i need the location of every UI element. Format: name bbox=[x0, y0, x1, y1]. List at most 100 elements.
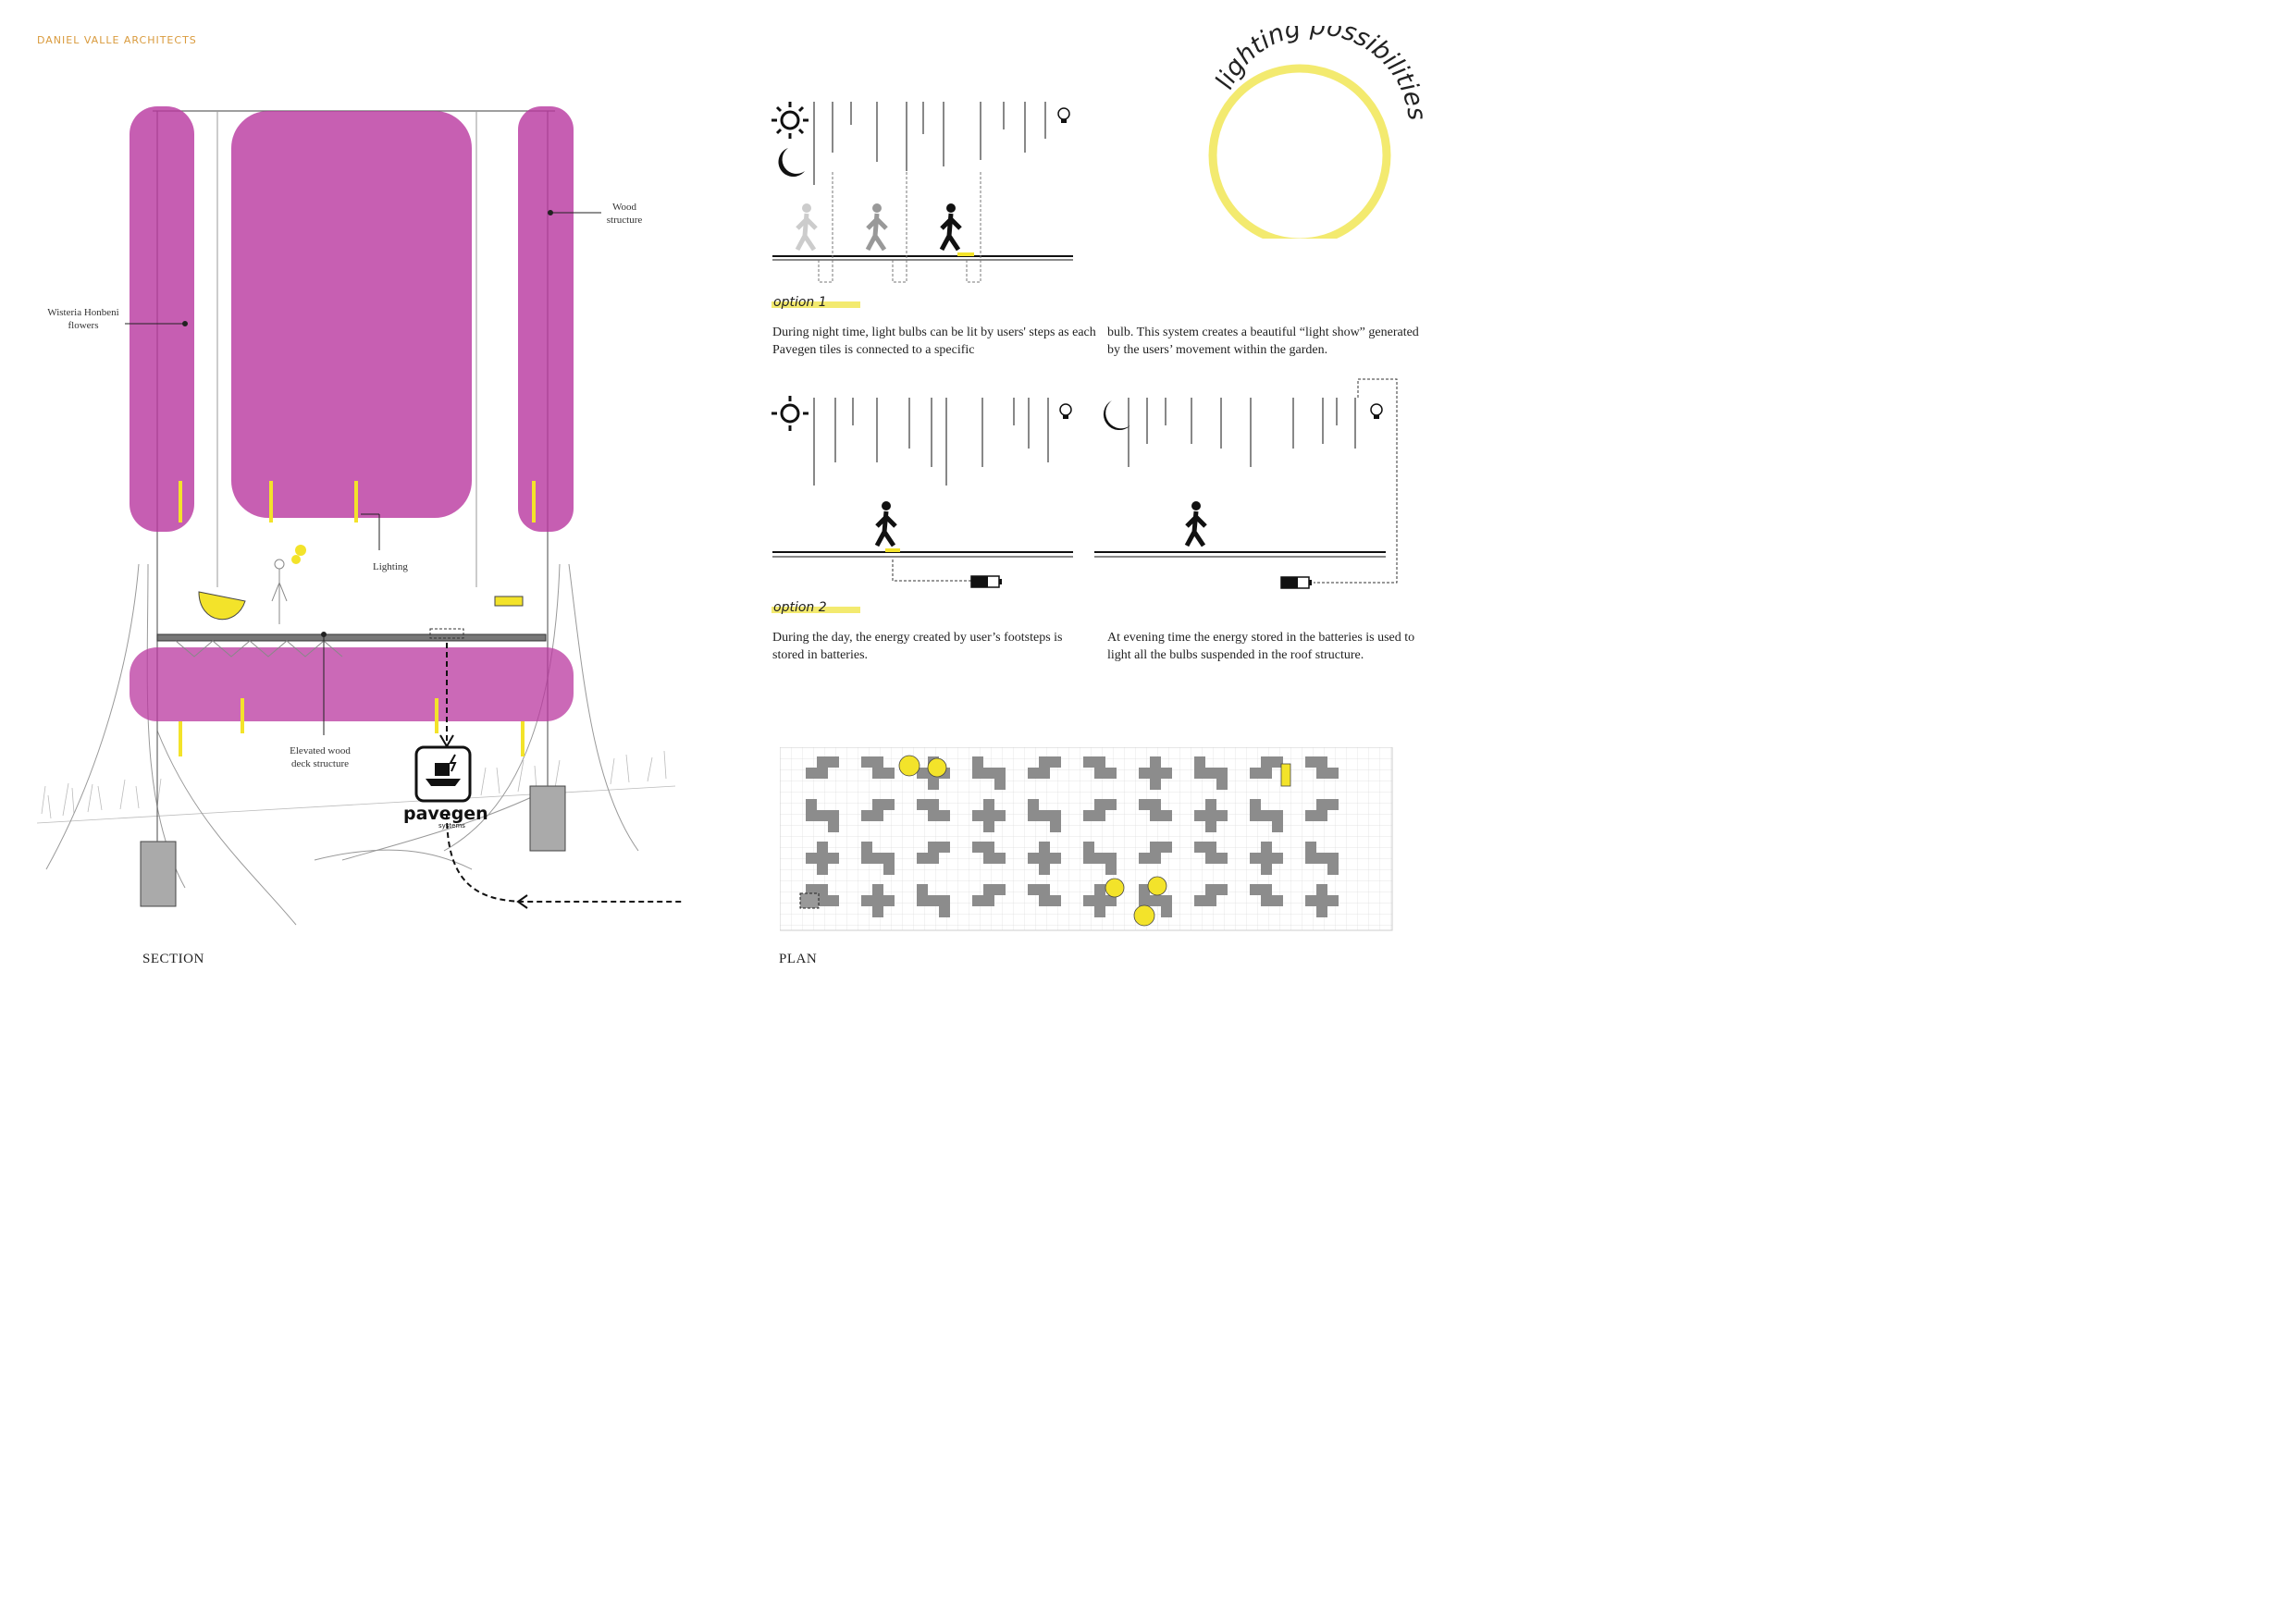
tile-cell bbox=[1316, 768, 1327, 779]
tile-cell bbox=[1039, 842, 1050, 853]
tile-cell bbox=[1050, 895, 1061, 906]
connection bbox=[1314, 378, 1398, 584]
tile-cell bbox=[1305, 810, 1316, 821]
tile-cell bbox=[1028, 853, 1039, 864]
tile-cell bbox=[939, 906, 950, 917]
tile-cell bbox=[983, 842, 994, 853]
tile-cell bbox=[872, 799, 883, 810]
tile-cell bbox=[1316, 884, 1327, 895]
tile-cell bbox=[1316, 799, 1327, 810]
tile-cell bbox=[1105, 864, 1117, 875]
walking-person-icon bbox=[795, 203, 962, 252]
tile-cell bbox=[1094, 799, 1105, 810]
tile-cell bbox=[1139, 895, 1150, 906]
tile-cell bbox=[1050, 853, 1061, 864]
tile-cell bbox=[1039, 853, 1050, 864]
battery-icon bbox=[1280, 576, 1312, 589]
plan-caption: PLAN bbox=[779, 952, 818, 966]
tile-cell bbox=[817, 884, 828, 895]
option2-label: option 2 bbox=[772, 600, 860, 615]
tile-cell bbox=[983, 895, 994, 906]
tile-cell bbox=[1028, 884, 1039, 895]
option1-label: option 1 bbox=[772, 295, 860, 310]
tile-cell bbox=[1094, 810, 1105, 821]
option2-text-left: During the day, the energy created by us… bbox=[772, 631, 1063, 662]
tile-cell bbox=[1050, 821, 1061, 832]
tile-cell bbox=[883, 864, 895, 875]
tile-cell bbox=[872, 768, 883, 779]
lit-tile bbox=[885, 548, 900, 552]
battery-icon bbox=[970, 575, 1002, 588]
tile-cell bbox=[928, 799, 939, 810]
tile-cell bbox=[1205, 884, 1216, 895]
option1-text-left: During night time, light bulbs can be li… bbox=[772, 326, 1096, 357]
tile-cell bbox=[917, 853, 928, 864]
tile-cell bbox=[1105, 799, 1117, 810]
tile-cell bbox=[972, 756, 983, 768]
tile-cell bbox=[972, 842, 983, 853]
tile-cell bbox=[1105, 768, 1117, 779]
bulb-icon bbox=[1057, 107, 1070, 123]
foundation-right bbox=[529, 785, 566, 852]
swing-ropes bbox=[216, 111, 477, 587]
tile-cell bbox=[828, 895, 839, 906]
title-ring bbox=[1208, 64, 1391, 239]
tile-cell bbox=[1272, 853, 1283, 864]
tile-cell bbox=[1327, 853, 1339, 864]
tile-cell bbox=[1083, 810, 1094, 821]
plan-drawing bbox=[780, 747, 1393, 931]
tile-cell bbox=[1105, 895, 1117, 906]
tile-cell bbox=[1216, 779, 1228, 790]
tile-cell bbox=[983, 810, 994, 821]
tile-cell bbox=[1205, 895, 1216, 906]
tile-cell bbox=[1039, 884, 1050, 895]
tile-cell bbox=[1083, 756, 1094, 768]
tile-cell bbox=[1327, 768, 1339, 779]
tile-cell bbox=[1205, 853, 1216, 864]
tile-cell bbox=[1039, 895, 1050, 906]
tile-cell bbox=[1150, 810, 1161, 821]
tile-cell bbox=[1316, 853, 1327, 864]
tile-cell bbox=[1205, 810, 1216, 821]
ground-grass bbox=[37, 750, 676, 824]
elevated-deck bbox=[156, 633, 547, 642]
deck-truss bbox=[175, 640, 343, 658]
sun-icon bbox=[772, 396, 809, 431]
tile-cell bbox=[1094, 768, 1105, 779]
tile-cell bbox=[917, 884, 928, 895]
swing-seat bbox=[198, 591, 246, 621]
tile-cell bbox=[1139, 799, 1150, 810]
tile-cell bbox=[1039, 756, 1050, 768]
tile-cell bbox=[1150, 853, 1161, 864]
tile-cell bbox=[994, 810, 1006, 821]
tile-cell bbox=[1161, 810, 1172, 821]
tile-cell bbox=[817, 768, 828, 779]
walking-person-icon bbox=[1184, 501, 1207, 547]
tile-cell bbox=[1205, 768, 1216, 779]
tile-cell bbox=[1139, 884, 1150, 895]
tile-cell bbox=[983, 768, 994, 779]
tile-cell bbox=[872, 756, 883, 768]
tile-cell bbox=[817, 842, 828, 853]
tile-cell bbox=[883, 768, 895, 779]
hanging-bulbs bbox=[813, 398, 1049, 486]
tile-cell bbox=[972, 895, 983, 906]
tile-cell bbox=[1327, 799, 1339, 810]
tile-cell bbox=[1250, 853, 1261, 864]
tile-cell bbox=[1316, 906, 1327, 917]
bench-swing bbox=[494, 596, 524, 607]
tile-cell bbox=[1094, 853, 1105, 864]
tile-cell bbox=[1272, 895, 1283, 906]
hanging-bulbs bbox=[813, 102, 1046, 185]
tile-cell bbox=[917, 895, 928, 906]
tile-cell bbox=[1316, 810, 1327, 821]
tile-cell bbox=[1205, 842, 1216, 853]
firm-name: Daniel Valle Architects bbox=[37, 34, 197, 46]
tile-cell bbox=[1094, 895, 1105, 906]
tile-cell bbox=[983, 853, 994, 864]
tile-cell bbox=[828, 821, 839, 832]
tile-cell bbox=[994, 884, 1006, 895]
connections bbox=[818, 171, 981, 283]
tile-cell bbox=[806, 884, 817, 895]
tile-cell bbox=[806, 768, 817, 779]
